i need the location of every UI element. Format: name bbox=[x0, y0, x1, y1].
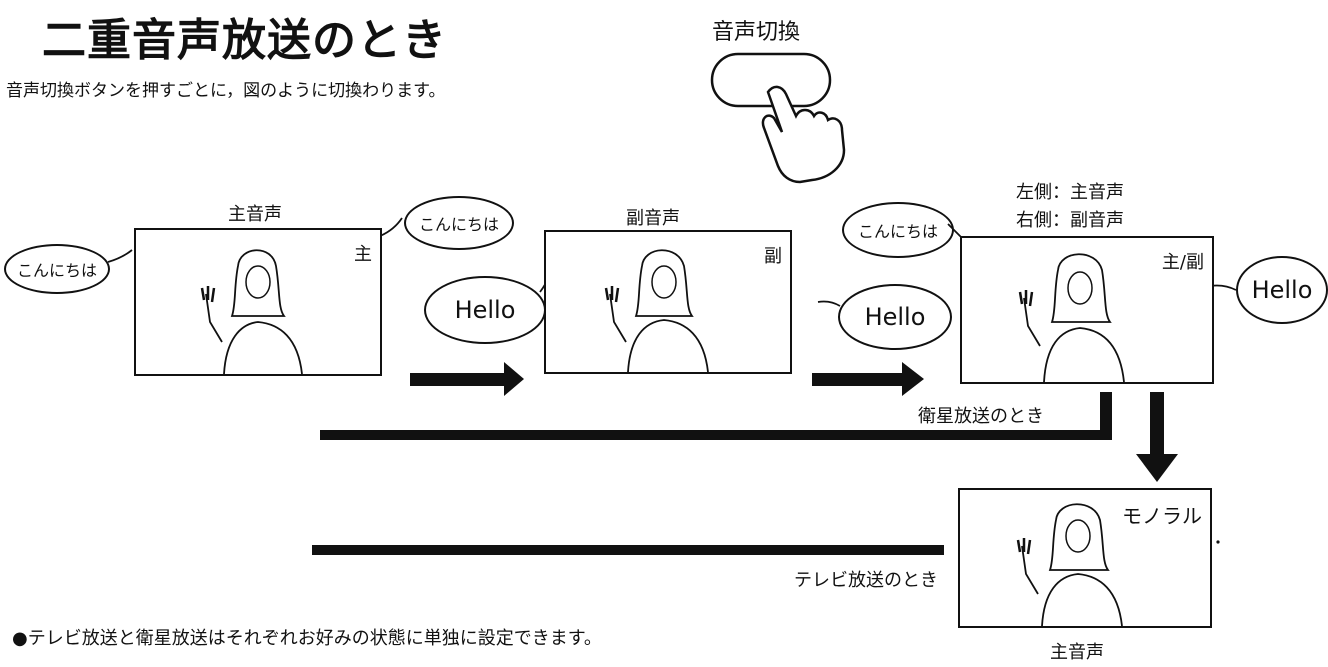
screen-sub-corner: 副 bbox=[764, 246, 782, 267]
woman-waving-icon bbox=[1018, 253, 1125, 383]
bubble-sub-left: Hello bbox=[424, 276, 546, 344]
woman-waving-icon bbox=[1016, 503, 1123, 627]
screen-both-corner: 主/副 bbox=[1161, 252, 1204, 273]
screen-main: 主 bbox=[134, 228, 382, 376]
screen-mono-corner: モノラル bbox=[1122, 504, 1202, 528]
screen-both: 主/副 bbox=[960, 236, 1214, 384]
woman-waving-icon bbox=[604, 249, 709, 373]
satellite-label: 衛星放送のとき bbox=[918, 406, 1044, 427]
screen-main-corner: 主 bbox=[354, 244, 372, 265]
screen-sub-label: 副音声 bbox=[626, 208, 680, 229]
screen-mono: モノラル bbox=[958, 488, 1212, 628]
footnote: ●テレビ放送と衛星放送はそれぞれお好みの状態に単独に設定できます。 bbox=[12, 628, 602, 649]
audio-switch-button bbox=[710, 52, 832, 108]
switch-button-label: 音声切換 bbox=[712, 20, 801, 45]
page-subtitle: 音声切換ボタンを押すごとに，図のように切換わります。 bbox=[6, 81, 446, 101]
screen-main-label: 主音声 bbox=[228, 204, 282, 225]
bubble-main-left: こんにちは bbox=[4, 244, 110, 294]
bubble-both-left: こんにちは bbox=[842, 202, 954, 258]
bubble-sub-right: Hello bbox=[838, 284, 952, 350]
screen-sub: 副 bbox=[544, 230, 792, 374]
bubble-both-right: Hello bbox=[1236, 256, 1328, 324]
woman-waving-icon bbox=[200, 249, 303, 375]
pointing-hand-icon bbox=[761, 85, 846, 184]
screen-mono-label: 主音声 bbox=[1050, 642, 1104, 663]
screen-both-label-1: 左側：主音声 bbox=[1016, 182, 1124, 203]
bubble-main-right: こんにちは bbox=[404, 196, 514, 250]
screen-both-label-2: 右側：副音声 bbox=[1016, 210, 1124, 231]
page-title: 二重音声放送のとき bbox=[42, 15, 447, 66]
tv-label: テレビ放送のとき bbox=[794, 570, 938, 591]
